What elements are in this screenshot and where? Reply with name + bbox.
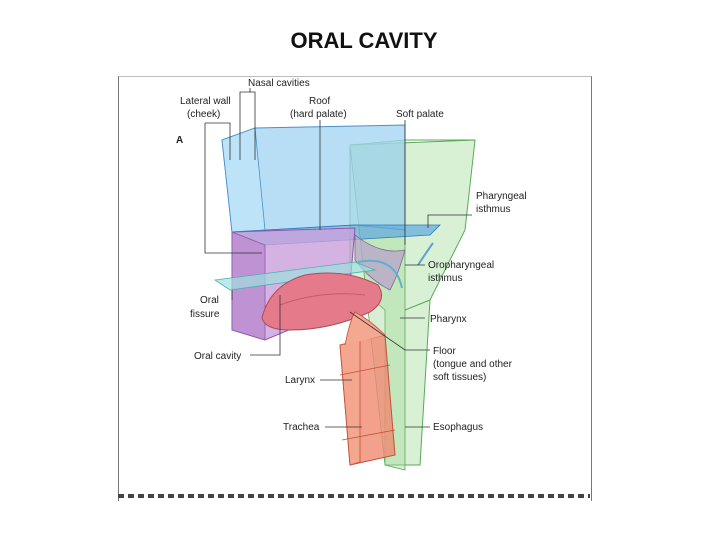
label-trachea: Trachea bbox=[283, 422, 320, 433]
label-floor-sub1: (tongue and other bbox=[433, 359, 513, 370]
label-lateral-wall-sub: (cheek) bbox=[187, 109, 220, 120]
label-esophagus: Esophagus bbox=[433, 422, 483, 433]
airflow-arrow-upper bbox=[417, 242, 434, 266]
label-nasal-cavities: Nasal cavities bbox=[248, 78, 310, 89]
label-soft-palate: Soft palate bbox=[396, 109, 444, 120]
panel-letter: A bbox=[176, 135, 183, 146]
label-oropharyngeal-isthmus-sub: isthmus bbox=[428, 273, 462, 284]
label-roof-sub: (hard palate) bbox=[290, 109, 347, 120]
label-oral-fissure: Oral bbox=[200, 295, 219, 306]
label-lateral-wall: Lateral wall bbox=[180, 96, 231, 107]
label-pharyngeal-isthmus-sub: isthmus bbox=[476, 204, 510, 215]
label-oral-cavity: Oral cavity bbox=[194, 351, 241, 362]
page-title: ORAL CAVITY bbox=[290, 28, 438, 53]
airflow-arrow bbox=[357, 259, 403, 289]
figure-frame bbox=[118, 76, 592, 501]
oral-fissure-channel bbox=[213, 261, 377, 291]
label-floor-sub2: soft tissues) bbox=[433, 372, 486, 383]
label-floor: Floor bbox=[433, 346, 456, 357]
label-oropharyngeal-isthmus: Oropharyngeal bbox=[428, 260, 494, 271]
figure-bottom-edge bbox=[118, 494, 590, 498]
label-larynx: Larynx bbox=[285, 375, 315, 386]
larynx-region bbox=[339, 311, 396, 466]
label-roof: Roof bbox=[309, 96, 330, 107]
label-pharynx: Pharynx bbox=[430, 314, 467, 325]
leader-lines bbox=[204, 88, 472, 428]
label-pharyngeal-isthmus: Pharyngeal bbox=[476, 191, 527, 202]
label-oral-fissure-sub: fissure bbox=[190, 309, 220, 320]
tongue-shape bbox=[261, 272, 383, 331]
